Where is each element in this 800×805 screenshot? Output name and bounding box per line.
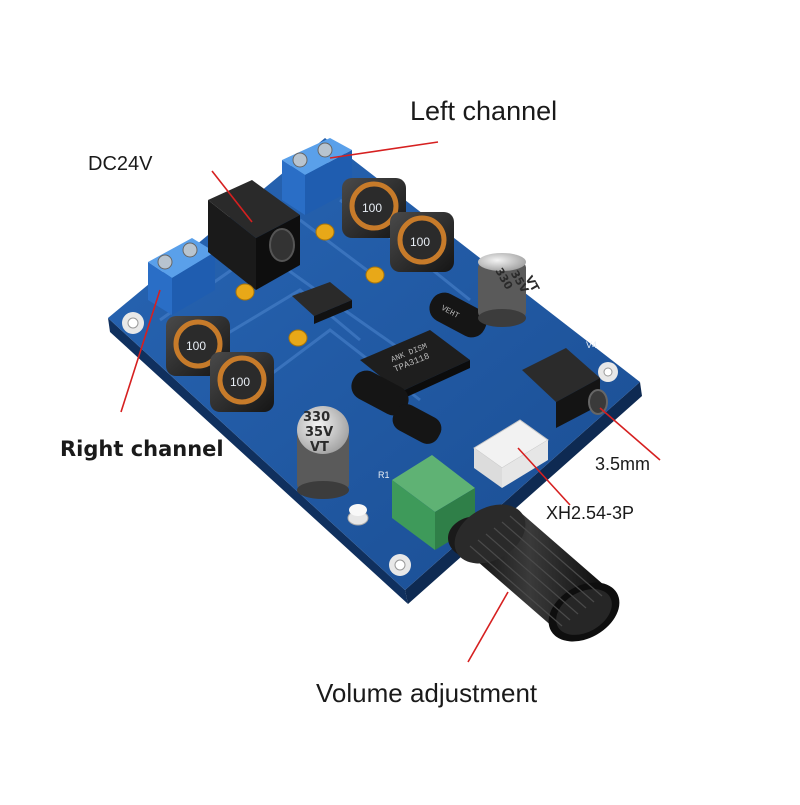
pointer-right-channel bbox=[120, 289, 161, 413]
label-xh-connector: XH2.54-3P bbox=[546, 503, 635, 523]
audio-jack-3-5mm: V4 bbox=[522, 340, 608, 428]
inductor-bottom-2: 100 bbox=[210, 352, 274, 412]
cap-series: VT bbox=[310, 440, 329, 455]
pointer-xh bbox=[517, 447, 571, 506]
pointer-jack bbox=[599, 407, 661, 461]
pointer-lines bbox=[120, 141, 661, 663]
potentiometer: R1 bbox=[378, 455, 475, 550]
regulator-chip bbox=[292, 282, 352, 324]
black-capacitor-3 bbox=[392, 404, 442, 444]
inductor-label: 100 bbox=[230, 375, 250, 389]
black-capacitor-2 bbox=[351, 370, 409, 416]
mount-hole-right bbox=[598, 362, 618, 382]
main-amplifier-chip: TPA3118 ANK DISM bbox=[360, 330, 470, 400]
volume-knob bbox=[448, 504, 620, 642]
silk-v4: V4 bbox=[586, 340, 597, 350]
xh-connector bbox=[473, 419, 549, 488]
terminal-right-channel bbox=[148, 238, 215, 315]
cap-value: 330 bbox=[303, 410, 330, 425]
silk-r1: R1 bbox=[378, 470, 390, 480]
pointer-dc24v bbox=[211, 170, 253, 223]
pointer-left-channel bbox=[329, 141, 439, 159]
electrolytic-capacitor-top: 330 35V VT bbox=[478, 253, 542, 327]
inductor-label: 100 bbox=[362, 201, 382, 215]
mount-hole-bottom bbox=[389, 554, 411, 576]
pointer-volume bbox=[467, 591, 509, 663]
terminal-left-channel bbox=[282, 138, 352, 215]
label-right-channel: Right channel bbox=[60, 437, 224, 461]
electrolytic-capacitor-bottom: 330 35V VT bbox=[297, 406, 349, 499]
inductor-label: 100 bbox=[186, 339, 206, 353]
inductor-top-2: 100 bbox=[390, 212, 454, 272]
label-dc-input: DC24V bbox=[88, 153, 153, 175]
pcb-edge bbox=[108, 318, 408, 604]
cap-voltage: 35V bbox=[305, 425, 333, 440]
inductor-label: 100 bbox=[410, 235, 430, 249]
label-volume-adjustment: Volume adjustment bbox=[316, 678, 538, 708]
black-capacitor-1: VEHT bbox=[429, 292, 487, 338]
label-left-channel: Left channel bbox=[410, 96, 558, 126]
yellow-capacitors bbox=[235, 223, 385, 347]
led bbox=[347, 504, 369, 526]
label-audio-jack: 3.5mm bbox=[595, 454, 651, 474]
mount-hole-left bbox=[122, 312, 144, 334]
